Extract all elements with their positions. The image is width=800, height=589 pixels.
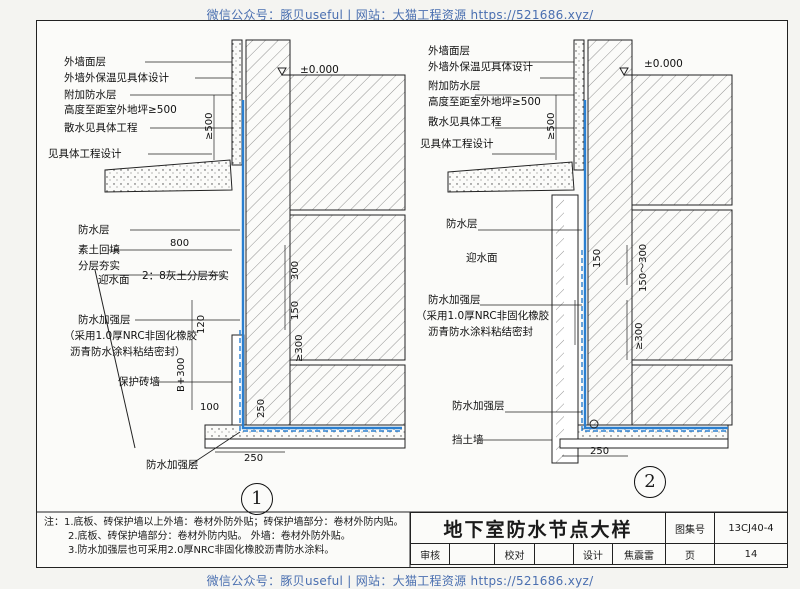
d1-reinforce-label: 防水加强层 (78, 314, 131, 326)
d2-water-face-label: 迎水面 (466, 252, 498, 264)
d1-insulation-label: 外墙外保温见具体设计 (64, 72, 169, 84)
d2-extra-waterproof-label: 附加防水层 (428, 80, 481, 92)
d2-reinforce-bottom-label: 防水加强层 (452, 400, 505, 412)
d1-water-face-label: 迎水面 (98, 274, 130, 286)
designer-name: 焦震雷 (612, 543, 666, 565)
d2-dim-250: 250 (590, 446, 610, 457)
d1-apron-label: 散水见具体工程 (64, 122, 138, 134)
d1-zero-level-label: ±0.000 (300, 64, 339, 76)
d2-dim-500: ≥500 (546, 112, 557, 140)
d1-dim-300a: 300 (290, 260, 301, 280)
note-2-b: 外墙：卷材外防外贴。 (250, 531, 351, 542)
page-number: 14 (714, 543, 788, 565)
d2-see-design-label: 见具体工程设计 (420, 138, 494, 150)
d1-dim-800: 800 (170, 238, 190, 249)
d2-dim-150: 150 (592, 248, 603, 268)
d2-zero-level-label: ±0.000 (644, 58, 683, 70)
atlas-number-label: 图集号 (665, 512, 715, 544)
d1-dim-500: ≥500 (204, 112, 215, 140)
note-2: 2.底板、砖保护墙部分：卷材外防内贴。 外墙：卷材外防外贴。 (44, 530, 404, 544)
d2-insulation-label: 外墙外保温见具体设计 (428, 61, 533, 73)
d2-reinforce-label: 防水加强层 (428, 294, 481, 306)
check-signature (533, 543, 574, 565)
watermark-bottom: 微信公众号：豚贝useful | 网站：大猫工程资源 https://52168… (206, 574, 594, 588)
d2-height-note-label: 高度至距室外地坪≥500 (428, 96, 541, 108)
d1-extra-waterproof-label: 附加防水层 (64, 89, 117, 101)
note-3: 3.防水加强层也可采用2.0厚NRC非固化橡胶沥青防水涂料。 (68, 545, 335, 556)
note-2-a: 2.底板、砖保护墙部分：卷材外防内贴。 (68, 531, 248, 542)
title-block: 地下室防水节点大样 图集号 13CJ40-4 审核 校对 设计 焦震雷 页 14 (409, 512, 788, 565)
detail-2-number: 2 (634, 466, 666, 498)
d1-backfill2-label: 分层夯实 (78, 260, 120, 272)
d1-reinforce-note1: （采用1.0厚NRC非固化橡胶 (64, 330, 198, 342)
d1-waterproof-label: 防水层 (78, 224, 110, 236)
d2-apron-label: 散水见具体工程 (428, 116, 502, 128)
d1-dim-250-vert: 250 (256, 398, 267, 418)
d1-dim-100: 100 (200, 402, 220, 413)
d1-height-note-label: 高度至距室外地坪≥500 (64, 104, 177, 116)
notes-block: 注：1.底板、砖保护墙以上外墙：卷材外防外贴；砖保护墙部分：卷材外防内贴。 2.… (44, 516, 404, 558)
drawing-title: 地下室防水节点大样 (410, 512, 666, 544)
page-label: 页 (665, 543, 715, 565)
d2-dim-150-300: 150～300 (638, 243, 649, 292)
d1-dim-120: 120 (196, 314, 207, 334)
d1-see-design-label: 见具体工程设计 (48, 148, 122, 160)
d1-backfill1-label: 素土回填 (78, 244, 120, 256)
note-1: 注：1.底板、砖保护墙以上外墙：卷材外防外贴；砖保护墙部分：卷材外防内贴。 (44, 517, 404, 528)
watermark-top: 微信公众号：豚贝useful | 网站：大猫工程资源 https://52168… (206, 8, 594, 22)
d1-dim-300b: ≥300 (294, 334, 305, 362)
design-label: 设计 (572, 543, 614, 565)
atlas-number-value: 13CJ40-4 (714, 512, 788, 544)
detail-1-structure (94, 39, 406, 466)
d2-reinforce-note1: （采用1.0厚NRC非固化橡胶 (416, 310, 550, 322)
d1-dim-150: 150 (290, 300, 301, 320)
review-label: 审核 (409, 543, 451, 565)
d2-reinforce-note2: 沥青防水涂料粘结密封 (428, 326, 533, 338)
review-signature (449, 543, 496, 565)
d1-reinforce-bottom-label: 防水加强层 (146, 459, 199, 471)
d2-outer-surface-label: 外墙面层 (428, 45, 470, 57)
d1-lime-soil-label: 2：8灰土分层夯实 (142, 270, 229, 282)
d2-retaining-wall-label: 挡土墙 (452, 434, 484, 446)
d2-dim-300: ≥300 (634, 322, 645, 350)
detail-1-number: 1 (241, 483, 273, 515)
d1-dim-250: 250 (244, 453, 264, 464)
d1-reinforce-note2: 沥青防水涂料粘结密封） (70, 346, 186, 358)
d2-waterproof-label: 防水层 (446, 218, 478, 230)
check-label: 校对 (494, 543, 535, 565)
d1-brick-wall-label: 保护砖墙 (118, 376, 160, 388)
d1-dim-b300: B+300 (176, 357, 187, 392)
detail-2-structure (447, 39, 733, 464)
d1-outer-surface-label: 外墙面层 (64, 56, 106, 68)
